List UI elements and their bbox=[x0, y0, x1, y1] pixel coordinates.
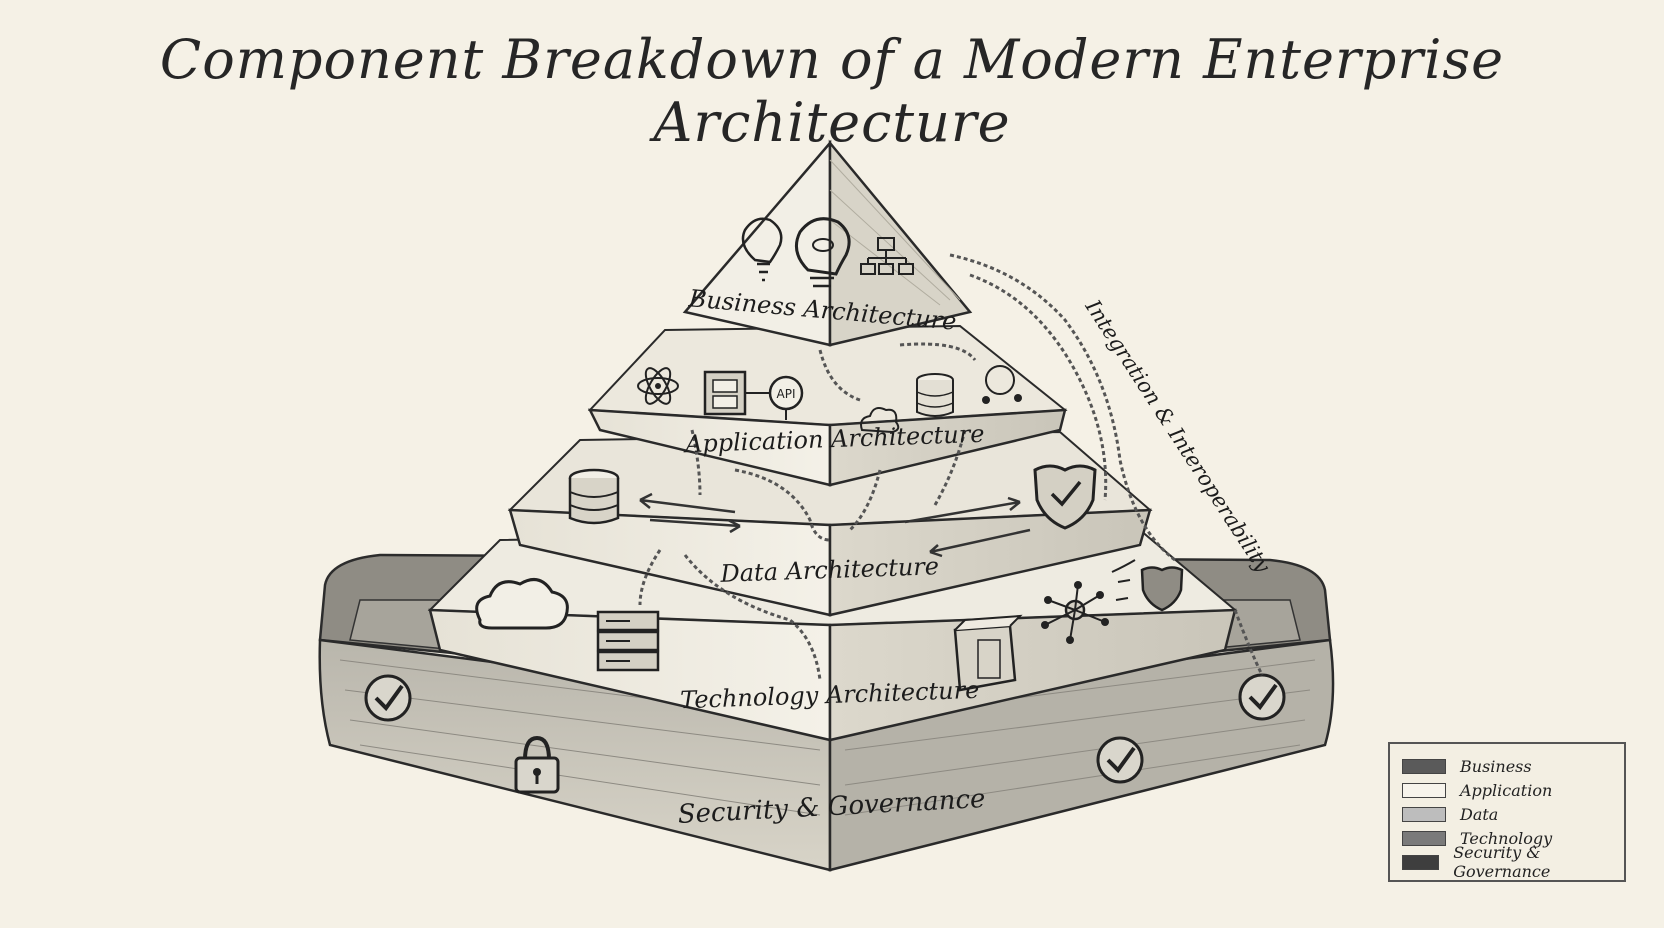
legend-swatch bbox=[1402, 806, 1446, 822]
lightbulb-icon bbox=[741, 217, 783, 282]
legend-swatch bbox=[1402, 782, 1446, 798]
legend-swatch bbox=[1402, 758, 1446, 774]
network-hub-icon bbox=[1041, 581, 1109, 644]
legend: Business Application Data Technology Sec… bbox=[1388, 742, 1626, 882]
legend-swatch bbox=[1402, 830, 1446, 846]
cloud-icon bbox=[475, 578, 569, 630]
diagram-title: Component Breakdown of a Modern Enterpri… bbox=[159, 28, 1505, 154]
api-icon: API bbox=[745, 375, 804, 420]
integration-connectors bbox=[638, 253, 1264, 681]
org-chart-icon bbox=[860, 237, 914, 275]
svg-text:API: API bbox=[777, 387, 796, 401]
hardware-box-icon bbox=[953, 614, 1023, 692]
check-icon bbox=[1238, 673, 1286, 721]
legend-item-business: Business bbox=[1402, 754, 1612, 778]
database-icon bbox=[916, 373, 954, 417]
legend-item-data: Data bbox=[1402, 802, 1612, 826]
atom-icon bbox=[637, 367, 679, 405]
legend-label: Application bbox=[1460, 780, 1553, 800]
security-shield-icon bbox=[1111, 559, 1184, 612]
legend-swatch bbox=[1402, 854, 1440, 870]
legend-label: Data bbox=[1460, 804, 1499, 824]
legend-item-application: Application bbox=[1402, 778, 1612, 802]
cloud-network-icon bbox=[860, 407, 900, 434]
database-icon bbox=[568, 468, 620, 525]
check-icon bbox=[1096, 736, 1144, 784]
app-module-icon bbox=[703, 370, 747, 416]
data-flow-arrows-icon bbox=[639, 492, 1031, 558]
check-icon bbox=[364, 674, 412, 722]
business-layer bbox=[682, 139, 973, 347]
shield-check-icon bbox=[1033, 464, 1097, 530]
lock-icon bbox=[514, 735, 560, 794]
legend-label: Technology bbox=[1460, 828, 1553, 848]
network-node-icon bbox=[982, 365, 1022, 404]
legend-label: Business bbox=[1460, 756, 1532, 776]
server-rack-icon bbox=[596, 610, 660, 672]
idea-bulb-icon bbox=[794, 217, 851, 288]
legend-item-technology: Technology bbox=[1402, 826, 1612, 850]
legend-label: Security & Governance bbox=[1453, 843, 1551, 881]
legend-item-security: Security & Governance bbox=[1402, 843, 1612, 881]
